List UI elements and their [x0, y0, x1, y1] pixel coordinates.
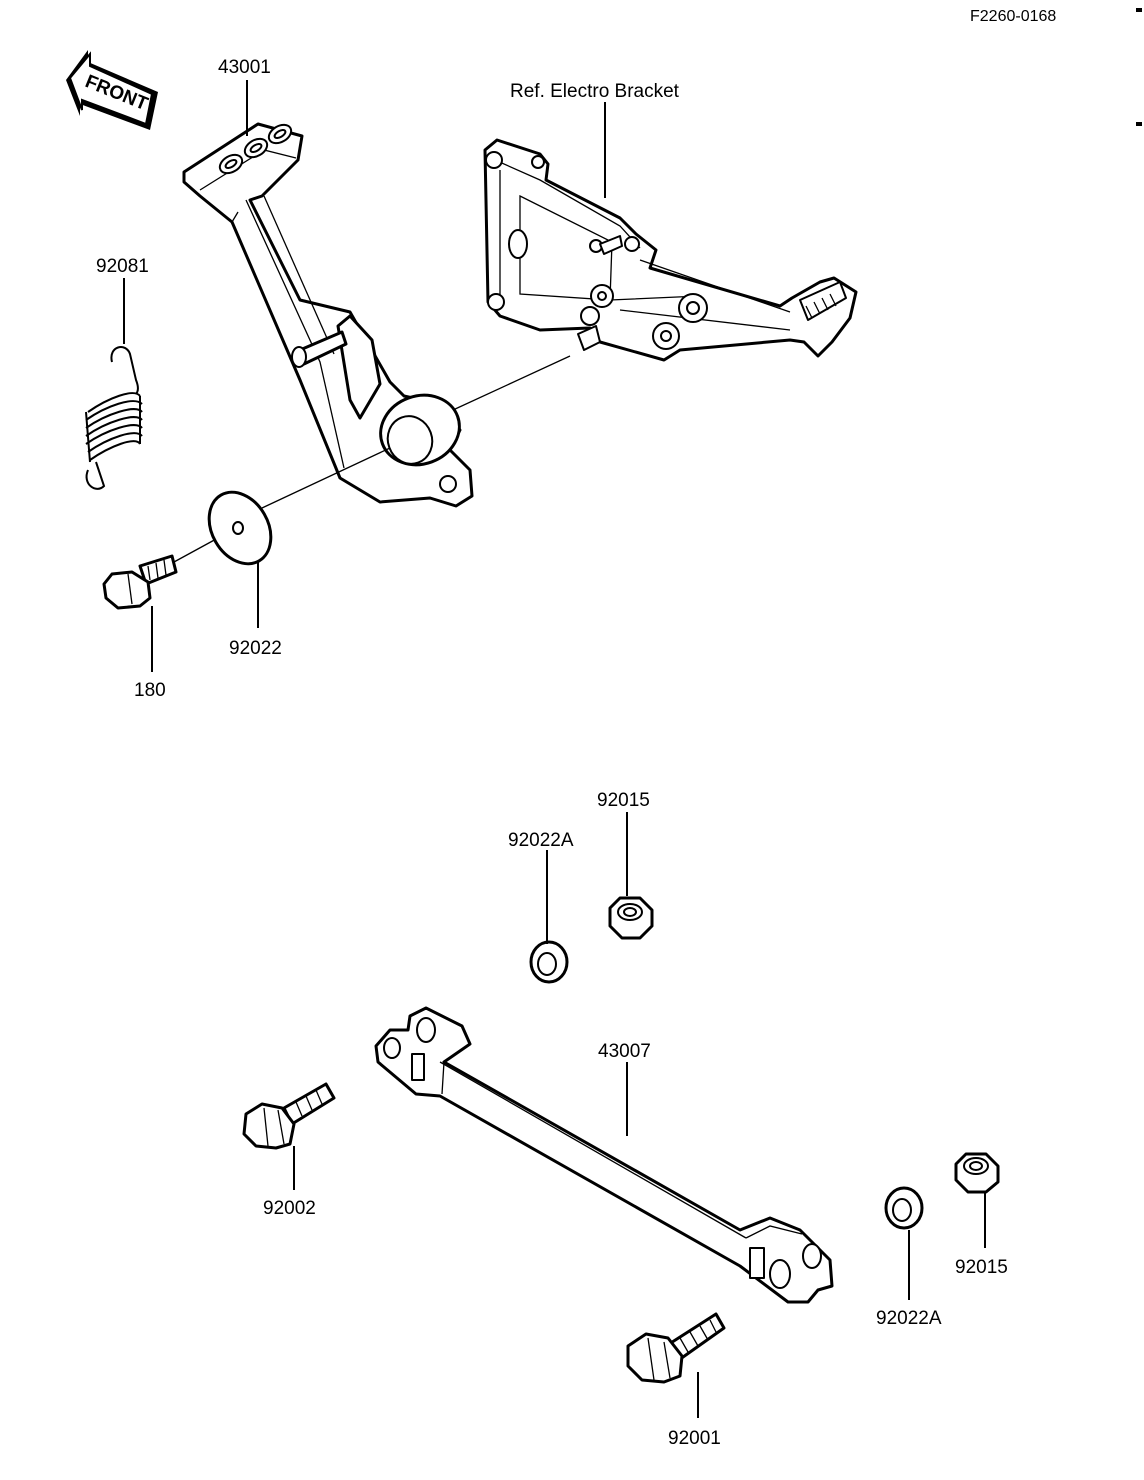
bolt-bottom	[626, 1312, 726, 1384]
nut-right	[954, 1152, 1000, 1194]
collar-right	[884, 1186, 924, 1230]
label-washer: 92022	[229, 638, 282, 659]
collar-top	[529, 940, 569, 984]
bolt-pivot	[102, 554, 178, 610]
label-nut-top: 92015	[597, 790, 650, 811]
electro-bracket	[483, 138, 858, 362]
label-return-spring: 92081	[96, 256, 149, 277]
axis-line-bolt	[173, 537, 219, 563]
label-bolt-bottom: 92001	[668, 1428, 721, 1449]
brake-pedal	[182, 122, 474, 508]
leader-lines	[123, 80, 986, 1418]
label-bolt-pivot: 180	[134, 680, 166, 701]
bolt-left	[242, 1082, 336, 1150]
front-arrow-icon: FRONT	[66, 50, 158, 130]
label-collar-right: 92022A	[876, 1308, 942, 1329]
return-spring	[85, 346, 143, 490]
label-bolt-left: 92002	[263, 1198, 316, 1219]
label-ref-electro-bracket: Ref. Electro Bracket	[510, 81, 680, 102]
edge-mark-mid	[1136, 122, 1142, 126]
axis-line-upper	[452, 355, 571, 411]
rod	[374, 1006, 834, 1304]
diagram-code: F2260-0168	[970, 8, 1056, 25]
label-rod: 43007	[598, 1041, 651, 1062]
label-nut-right: 92015	[955, 1257, 1008, 1278]
washer	[207, 490, 273, 566]
nut-top	[608, 896, 654, 940]
label-collar-top: 92022A	[508, 830, 574, 851]
edge-mark-top	[1136, 8, 1142, 12]
label-brake-pedal: 43001	[218, 57, 271, 78]
axis-line-washer	[261, 447, 391, 509]
